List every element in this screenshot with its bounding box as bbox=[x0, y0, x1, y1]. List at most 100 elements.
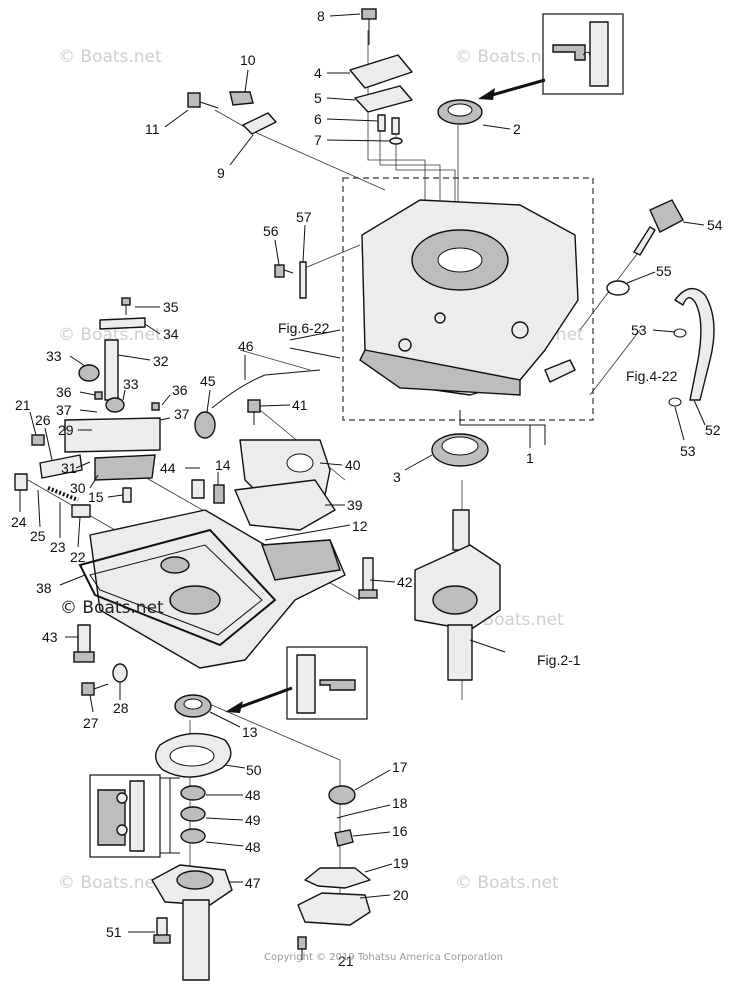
callout-12: 12 bbox=[352, 518, 368, 534]
part-33-grommet bbox=[105, 397, 125, 413]
callout-30: 30 bbox=[70, 480, 86, 496]
callout-17: 17 bbox=[392, 759, 408, 775]
figure-ref-4-22: Fig.4-22 bbox=[626, 368, 678, 384]
callout-3: 3 bbox=[393, 469, 401, 485]
part-52-hose bbox=[674, 287, 715, 401]
part-18-pin bbox=[336, 814, 349, 819]
part-46-cable bbox=[211, 369, 321, 409]
detail-inset-mid bbox=[225, 646, 368, 720]
callout-18: 18 bbox=[392, 795, 408, 811]
part-1-crankcase bbox=[359, 199, 579, 396]
part-24-pin bbox=[14, 473, 28, 491]
callout-13: 13 bbox=[242, 724, 258, 740]
part-27-bolt bbox=[81, 682, 109, 696]
callout-10: 10 bbox=[240, 52, 256, 68]
part-22-plunger bbox=[71, 504, 91, 518]
part-12-lower-case bbox=[78, 509, 346, 669]
callout-26: 26 bbox=[35, 412, 51, 428]
part-47-housing bbox=[151, 864, 233, 981]
part-5-gasket bbox=[354, 85, 413, 113]
callout-37-right: 37 bbox=[174, 406, 190, 422]
part-55-o-ring bbox=[606, 280, 630, 296]
callout-53-lower: 53 bbox=[680, 443, 696, 459]
callout-15: 15 bbox=[88, 489, 104, 505]
part-49-ring bbox=[180, 806, 206, 822]
callout-40: 40 bbox=[345, 457, 361, 473]
part-48-seal bbox=[180, 785, 206, 801]
part-36-screws bbox=[94, 391, 160, 411]
watermark-text: © Boats.net bbox=[455, 47, 559, 67]
watermark-text: © Boats.net bbox=[455, 873, 559, 893]
watermark-text: © Boats.net bbox=[58, 873, 162, 893]
part-28-washer bbox=[112, 663, 128, 683]
part-29-cover bbox=[64, 417, 161, 453]
callout-4: 4 bbox=[314, 65, 322, 81]
part-17-seal bbox=[328, 785, 356, 805]
part-14-clip bbox=[213, 484, 225, 504]
detail-inset-top bbox=[478, 13, 624, 100]
callout-33-mid: 33 bbox=[123, 376, 139, 392]
part-39-gasket bbox=[234, 479, 336, 531]
part-11-bolt bbox=[187, 92, 219, 109]
callout-42: 42 bbox=[397, 574, 413, 590]
callout-29: 29 bbox=[58, 422, 74, 438]
callout-28: 28 bbox=[113, 700, 129, 716]
part-32-hose bbox=[104, 339, 119, 401]
part-41-bolt bbox=[247, 399, 261, 425]
callout-5: 5 bbox=[314, 90, 322, 106]
crankcase-group-box bbox=[342, 177, 594, 421]
part-53-clip bbox=[668, 397, 682, 407]
callout-37-left: 37 bbox=[56, 402, 72, 418]
callout-16: 16 bbox=[392, 823, 408, 839]
part-54-oil-cap bbox=[633, 199, 684, 256]
watermark-prominent: © Boats.net bbox=[60, 598, 164, 618]
watermark-text: © Boats.net bbox=[58, 325, 162, 345]
callout-43: 43 bbox=[42, 629, 58, 645]
callout-38: 38 bbox=[36, 580, 52, 596]
part-44-connector bbox=[191, 479, 205, 499]
callout-25: 25 bbox=[30, 528, 46, 544]
callout-46: 46 bbox=[238, 338, 254, 354]
part-6-pins bbox=[377, 114, 400, 135]
part-9-bracket bbox=[242, 112, 277, 135]
callout-labels: 8 4 5 6 7 2 10 11 9 54 55 56 57 53 35 34… bbox=[11, 8, 723, 969]
callout-31: 31 bbox=[61, 460, 77, 476]
callout-36-right: 36 bbox=[172, 382, 188, 398]
callout-20: 20 bbox=[393, 887, 409, 903]
callout-11: 11 bbox=[145, 121, 160, 137]
callout-34: 34 bbox=[163, 326, 179, 342]
callout-8: 8 bbox=[317, 8, 325, 24]
callout-14: 14 bbox=[215, 457, 231, 473]
part-34-bracket bbox=[99, 317, 146, 330]
part-21-bolt bbox=[297, 936, 307, 960]
callout-6: 6 bbox=[314, 111, 322, 127]
part-15-pin bbox=[122, 487, 132, 503]
part-48-seal bbox=[180, 828, 206, 844]
callout-49: 49 bbox=[245, 812, 261, 828]
part-3-bearing bbox=[431, 433, 489, 467]
callout-33-left: 33 bbox=[46, 348, 62, 364]
part-20-cover bbox=[297, 892, 371, 926]
callout-27: 27 bbox=[83, 715, 99, 731]
part-53-clip bbox=[673, 328, 687, 338]
callout-53-upper: 53 bbox=[631, 322, 647, 338]
callout-24: 24 bbox=[11, 514, 27, 530]
part-33-grommet bbox=[78, 364, 100, 382]
callout-44: 44 bbox=[160, 460, 176, 476]
detail-inset-left bbox=[89, 774, 180, 858]
part-57-dipstick bbox=[299, 261, 307, 299]
crankshaft bbox=[414, 509, 501, 681]
part-13-seal bbox=[174, 694, 212, 718]
part-56-bolt bbox=[274, 264, 294, 278]
copyright-text: Copyright © 2019 Tohatsu America Corpora… bbox=[264, 952, 503, 963]
callout-9: 9 bbox=[217, 165, 225, 181]
part-23-spring bbox=[47, 486, 79, 502]
watermark-text: © Boats.net bbox=[58, 47, 162, 67]
figure-references: Fig.6-22 Fig.4-22 Fig.2-1 bbox=[278, 320, 678, 668]
part-35-screw bbox=[121, 297, 131, 315]
callout-32: 32 bbox=[153, 353, 169, 369]
callout-41: 41 bbox=[292, 397, 308, 413]
callout-45: 45 bbox=[200, 373, 216, 389]
part-4-plate bbox=[349, 54, 413, 89]
